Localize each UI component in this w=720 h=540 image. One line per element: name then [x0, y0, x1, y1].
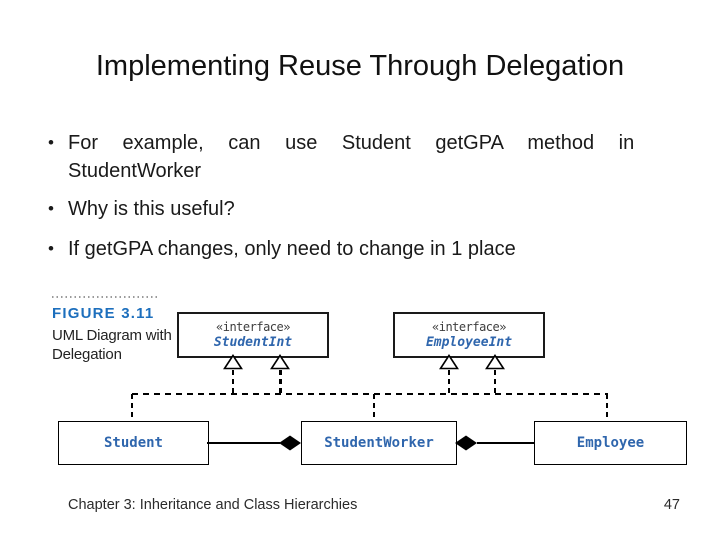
- dashed-connector: [494, 370, 496, 393]
- footer-text: Chapter 3: Inheritance and Class Hierarc…: [68, 497, 358, 513]
- realization-arrowhead-icon: [223, 354, 243, 370]
- bullet-marker-icon: •: [48, 239, 54, 258]
- class-name: Student: [103, 435, 163, 451]
- figure-caption-line: Delegation: [52, 346, 122, 363]
- bullet-text: Why is this useful?: [68, 198, 235, 220]
- dashed-connector: [606, 394, 608, 421]
- class-box-student: Student: [58, 421, 209, 465]
- bullet-item: • For example, can use Student getGPA me…: [46, 129, 670, 185]
- bullet-text: StudentWorker: [68, 160, 202, 182]
- slide-title: Implementing Reuse Through Delegation: [95, 50, 625, 82]
- interface-box-studentint: «interface» StudentInt: [177, 312, 329, 358]
- aggregation-diamond-icon: [455, 435, 477, 451]
- bullet-item: • If getGPA changes, only need to change…: [46, 235, 670, 263]
- bullet-list: • For example, can use Student getGPA me…: [46, 129, 670, 263]
- interface-name: EmployeeInt: [425, 335, 513, 350]
- bullet-marker-icon: •: [48, 199, 54, 218]
- interface-box-employeeint: «interface» EmployeeInt: [393, 312, 545, 358]
- bullet-item: • Why is this useful?: [46, 195, 670, 223]
- dashed-connector-bold: [279, 370, 282, 393]
- dashed-connector: [448, 370, 450, 393]
- bullet-text: For example, can use Student getGPA meth…: [68, 132, 635, 154]
- stereotype-label: «interface»: [216, 320, 290, 334]
- association-line: [477, 442, 534, 444]
- class-box-employee: Employee: [534, 421, 687, 465]
- realization-arrowhead-icon: [270, 354, 290, 370]
- figure-caption-line: UML Diagram with: [52, 327, 172, 344]
- realization-arrowhead-icon: [439, 354, 459, 370]
- figure-caption-text: UML Diagram with Delegation: [52, 326, 182, 364]
- dotted-rule: [52, 296, 159, 298]
- slide-footer: Chapter 3: Inheritance and Class Hierarc…: [68, 497, 680, 513]
- interface-name: StudentInt: [213, 335, 293, 350]
- class-name: StudentWorker: [324, 435, 434, 451]
- bullet-marker-icon: •: [48, 133, 54, 152]
- dashed-connector: [232, 370, 234, 393]
- dashed-connector: [131, 394, 133, 421]
- page-number: 47: [663, 497, 680, 513]
- class-box-studentworker: StudentWorker: [301, 421, 457, 465]
- bullet-text: If getGPA changes, only need to change i…: [68, 238, 516, 260]
- class-name: Employee: [576, 435, 645, 451]
- realization-arrowhead-icon: [485, 354, 505, 370]
- aggregation-diamond-icon: [279, 435, 301, 451]
- dashed-connector-horizontal: [132, 393, 608, 395]
- stereotype-label: «interface»: [432, 320, 506, 334]
- figure-label: FIGURE 3.11: [52, 305, 155, 322]
- dashed-connector: [373, 394, 375, 421]
- figure-caption: FIGURE 3.11 UML Diagram with Delegation: [52, 296, 182, 364]
- association-line: [207, 442, 280, 444]
